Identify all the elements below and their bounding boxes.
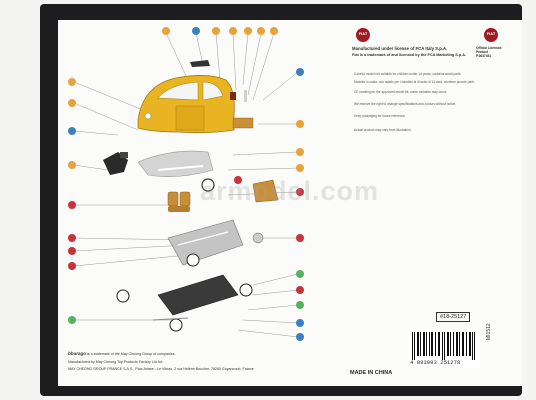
warning-1: Colorful model not suitable for children…	[354, 72, 462, 76]
box-back-panel	[58, 20, 522, 386]
watermark: armodel.com	[200, 176, 380, 206]
seats-part	[167, 191, 191, 212]
license-line: Manufactured under license of FCA Italy …	[352, 46, 448, 51]
warning-5: Keep packaging for future reference.	[354, 114, 406, 118]
parts-diagram	[68, 27, 304, 341]
small-part	[230, 92, 236, 100]
barcode	[408, 330, 480, 368]
barcode-digits: 4 893993 251278	[410, 359, 461, 366]
manufacturer-line: Manufactured by May Cheong Toy Products …	[68, 360, 164, 364]
wheels-part	[116, 253, 253, 332]
fiat-licensed-logo: FIAT	[484, 28, 498, 42]
car-body-shell	[137, 75, 235, 134]
interior-tub	[137, 150, 214, 177]
rear-window-part	[190, 60, 210, 67]
sku-label: #18-25127	[436, 312, 471, 322]
fiat-logo: FIAT	[356, 28, 370, 42]
side-code: MI1512	[486, 323, 492, 340]
bburago-line: bburago is a trademark of the May Cheong…	[68, 351, 176, 356]
warning-6: Actual product may vary from illustratio…	[354, 128, 412, 132]
floor-plate	[167, 219, 244, 266]
bburago-logo-text: bburago	[68, 351, 86, 356]
steering-wheel-part	[201, 178, 215, 192]
small-part	[244, 90, 247, 102]
warning-3: CE marking for the approved model kit, s…	[354, 90, 448, 94]
engine-part	[103, 152, 128, 175]
trademark-line: Fiat is a trademark of and licensed by t…	[352, 53, 467, 57]
rear-seat-part	[252, 179, 279, 203]
warning-2: Modello in scala, non adatto per i bambi…	[354, 80, 475, 84]
callout-markers	[68, 27, 304, 341]
warning-4: We reserve the right to change specifica…	[354, 102, 457, 106]
address-line: MAY CHEONG GROUP FRANCE S.A.S., Parc Ari…	[68, 367, 254, 371]
chassis-part	[157, 274, 239, 316]
made-in-label: MADE IN CHINA	[350, 370, 393, 376]
suspension-part	[252, 232, 264, 244]
engine-lid-part	[232, 117, 254, 129]
